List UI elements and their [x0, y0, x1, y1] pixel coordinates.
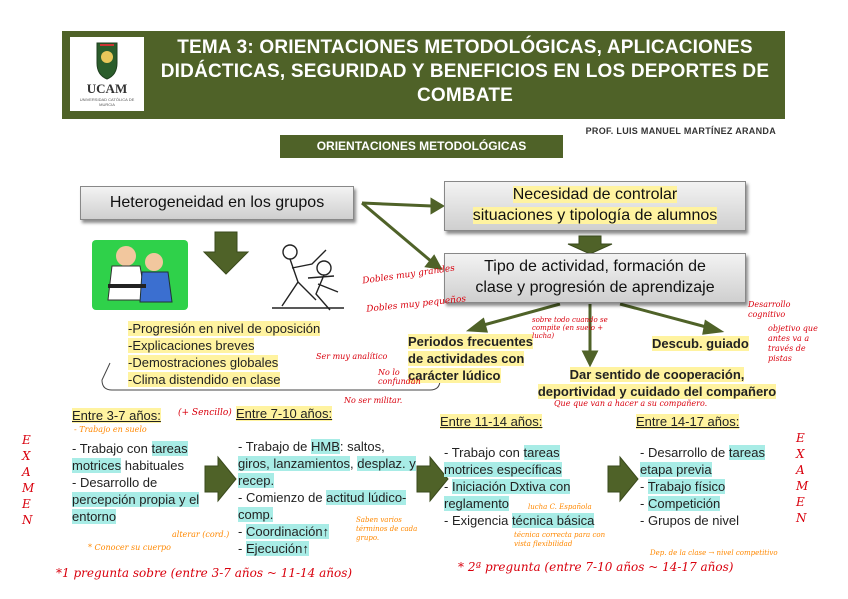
periodos-text: Periodos frecuentes de actividades con c… — [408, 334, 533, 383]
tecnica-correcta-note: técnica correcta para con vista flexibil… — [514, 531, 606, 548]
segun-grupo-note: Saben varios términos de cada grupo. — [356, 516, 418, 542]
section-title: ORIENTACIONES METODOLÓGICAS — [280, 135, 563, 158]
list-item: -Clima distendido en clase — [128, 372, 281, 387]
list-item: - Coordinación↑ — [238, 524, 330, 539]
necesidad-line-1: Necesidad de controlar — [512, 186, 678, 203]
suelo-note: - Trabajo en suelo — [74, 425, 147, 434]
crest-icon — [96, 42, 118, 80]
list-item: - Trabajo físico — [640, 479, 726, 494]
list-item: - Ejecución↑ — [238, 541, 309, 556]
examen-left-note: EXAMEN — [22, 433, 35, 527]
pregunta-2-note: * 2ª pregunta (entre 7-10 años ~ 14-17 a… — [458, 560, 734, 574]
right-arrow-col2 — [416, 455, 449, 503]
judo-sketch-illustration — [268, 238, 348, 312]
down-arrow-necesidad — [567, 235, 613, 255]
sobre-todo-note: sobre todo cuando se compite (en suelo +… — [532, 316, 608, 340]
dep-clase-note: Dep. de la clase → nivel competitivo — [650, 549, 778, 557]
conocer-note: * Conocer su cuerpo — [88, 543, 171, 552]
heterogeneidad-box: Heterogeneidad en los grupos — [80, 186, 354, 220]
pregunta-1-note: *1 pregunta sobre (entre 3-7 años ~ 11-1… — [56, 566, 353, 580]
confundan-note: No lo confundan — [378, 368, 421, 386]
col4-list: - Desarrollo de tareas etapa previa - Tr… — [640, 444, 780, 529]
list-item: -Explicaciones breves — [128, 338, 255, 353]
analitico-note: Ser muy analítico — [316, 352, 388, 361]
list-item: - Iniciación Dxtiva con reglamento — [444, 479, 571, 511]
col3-list: - Trabajo con tareas motrices específica… — [444, 444, 604, 529]
tipo-actividad-box: Tipo de actividad, formación de clase y … — [444, 253, 746, 303]
age-3-7: Entre 3-7 años: — [72, 408, 161, 423]
examen-right-note: EXAMEN — [796, 431, 809, 525]
list-item: -Progresión en nivel de oposición — [128, 321, 321, 336]
col2-list: - Trabajo de HMB: saltos, giros, lanzami… — [238, 438, 416, 557]
list-item: - Trabajo de HMB: saltos, giros, lanzami… — [238, 439, 416, 488]
age-11-14: Entre 11-14 años: — [440, 414, 543, 429]
sencillo-note: (+ Sencillo) — [178, 408, 232, 418]
age-14-17: Entre 14-17 años: — [636, 414, 740, 429]
down-arrow-hetero — [202, 231, 250, 275]
right-arrow-col3 — [607, 455, 639, 503]
list-item: - Exigencia técnica básica — [444, 513, 595, 528]
dar-sentido-text: Dar sentido de cooperación, deportividad… — [537, 367, 777, 399]
list-item: - Desarrollo de percepción propia y el e… — [72, 475, 200, 524]
logo-subtext: UNIVERSIDAD CATÓLICA DE MURCIA — [79, 97, 135, 107]
list-item: - Desarrollo de tareas etapa previa — [640, 445, 766, 477]
age-7-10: Entre 7-10 años: — [236, 406, 333, 421]
necesidad-line-2: situaciones y tipología de alumnos — [472, 207, 718, 224]
list-item: - Trabajo con tareas motrices habituales — [72, 441, 188, 473]
right-arrow-col1 — [204, 455, 237, 503]
col1-list: - Trabajo con tareas motrices habituales… — [72, 440, 212, 525]
list-item: - Trabajo con tareas motrices específica… — [444, 445, 562, 477]
necesidad-box: Necesidad de controlar situaciones y tip… — [444, 181, 746, 231]
list-item: - Comienzo de actitud lúdico-comp. — [238, 490, 407, 522]
alterar-note: alterar (cord.) — [172, 530, 230, 539]
ucam-logo: UCAM UNIVERSIDAD CATÓLICA DE MURCIA — [70, 37, 144, 111]
professor-name: PROF. LUIS MANUEL MARTÍNEZ ARANDA — [585, 126, 776, 136]
list-item: - Competición — [640, 496, 721, 511]
tipo-line-2: clase y progresión de aprendizaje — [475, 279, 715, 296]
title-banner — [62, 31, 785, 119]
left-methodology-list: -Progresión en nivel de oposición -Expli… — [128, 320, 378, 388]
tipo-line-1: Tipo de actividad, formación de — [484, 258, 706, 275]
page-title: TEMA 3: ORIENTACIONES METODOLÓGICAS, APL… — [160, 37, 770, 106]
cooperar-note: Que que van a hacer a su compañero. — [554, 399, 708, 408]
desarrollo-note: Desarrollo cognitivo — [748, 300, 791, 319]
list-item: - Grupos de nivel — [640, 513, 740, 528]
lucha-espanola-note: lucha C. Española — [528, 503, 592, 511]
objetivo-note: objetivo que antes va a través de pistas — [768, 324, 818, 363]
list-item: -Demostraciones globales — [128, 355, 279, 370]
descub-guiado-text: Descub. guiado — [652, 336, 749, 351]
logo-text: UCAM — [86, 81, 128, 96]
militar-note: No ser militar. — [344, 396, 403, 405]
judo-kids-illustration — [92, 240, 188, 310]
